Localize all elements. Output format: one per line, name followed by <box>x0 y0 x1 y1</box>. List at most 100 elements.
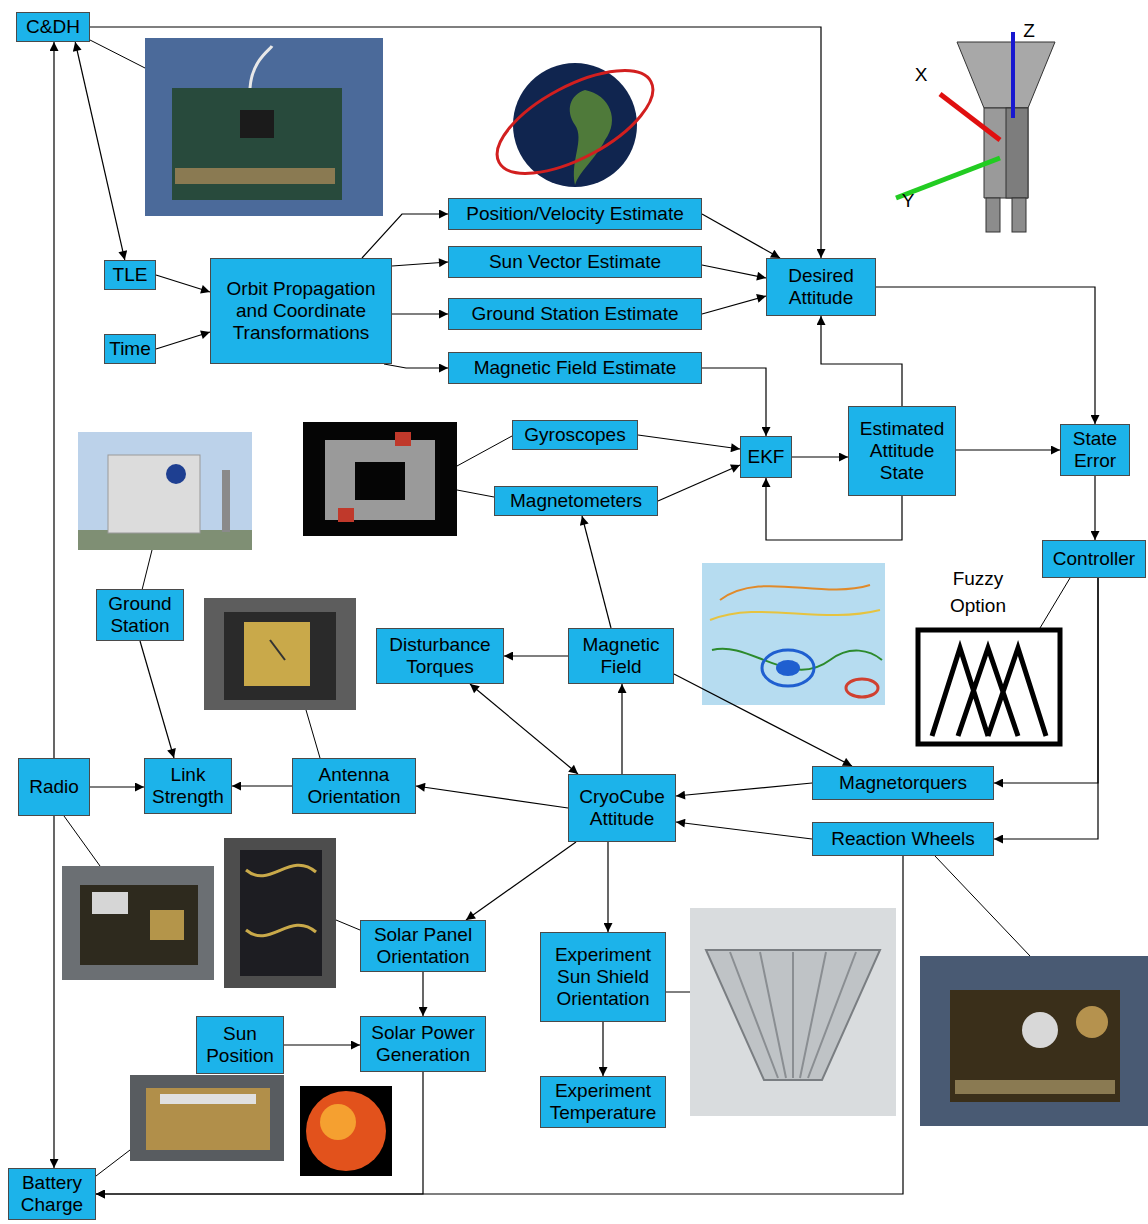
leader-lines <box>64 40 1070 1176</box>
photo-ground <box>303 422 457 536</box>
node-text: Battery Charge <box>12 1172 92 1216</box>
node-text: Magnetic Field Estimate <box>474 357 677 379</box>
node-text: Antenna Orientation <box>296 764 412 808</box>
process-box: Radio <box>18 758 90 816</box>
connector-arrow <box>416 786 568 808</box>
connector-arrow <box>362 214 448 258</box>
patch-antenna <box>244 622 310 686</box>
connector-arrow <box>466 842 576 920</box>
connector-arrow <box>140 641 174 758</box>
process-box: C&DH <box>16 12 90 42</box>
map-ground <box>702 563 885 705</box>
connector-arrow <box>676 822 812 839</box>
battery-photo <box>130 1075 284 1161</box>
radio-photo <box>62 866 214 980</box>
body-side <box>1006 108 1028 198</box>
node-text: EKF <box>748 446 785 468</box>
sun-flare <box>320 1104 356 1140</box>
process-box: Desired Attitude <box>766 258 876 316</box>
leader-line <box>142 550 152 590</box>
circuit-board <box>172 88 342 200</box>
photo-ground <box>690 908 896 1116</box>
logo <box>166 464 186 484</box>
sun <box>306 1091 386 1171</box>
contour <box>710 610 880 620</box>
earth-orbit <box>482 50 668 194</box>
process-box: Experiment Sun Shield Orientation <box>540 932 666 1022</box>
node-text: Ground Station <box>100 593 180 637</box>
process-box: Magnetic Field Estimate <box>448 352 702 384</box>
connector-arrow <box>156 275 210 292</box>
connector-arrow <box>156 332 210 349</box>
process-box: Magnetorquers <box>812 766 994 800</box>
process-box: Reaction Wheels <box>812 822 994 856</box>
connector-arrow <box>956 449 1060 450</box>
node-text: CryoCube Attitude <box>572 786 672 830</box>
connector-arrow <box>53 816 54 1168</box>
node-text: Solar Power Generation <box>364 1022 482 1066</box>
node-text: Magnetorquers <box>839 772 967 794</box>
leader-line <box>90 40 145 68</box>
wheel-board <box>950 990 1120 1102</box>
axis-label: X <box>906 62 936 89</box>
spacecraft-axes <box>896 32 1055 232</box>
axis-label: Z <box>1014 18 1044 45</box>
leader-line <box>96 1150 130 1176</box>
x-axis <box>940 94 1000 140</box>
process-box: Solar Panel Orientation <box>360 920 486 972</box>
sensor-photo <box>303 422 457 536</box>
connector-arrow <box>674 674 852 766</box>
axis-label: Y <box>893 188 923 215</box>
connector-arrow <box>75 42 125 260</box>
cdh-photo <box>145 38 383 216</box>
antenna-board <box>224 612 336 700</box>
node-text: C&DH <box>26 16 80 38</box>
connector-arrow <box>90 786 144 787</box>
connector-arrow <box>876 287 1095 424</box>
battery-board <box>146 1088 270 1150</box>
process-box: Orbit Propagation and Coordinate Transfo… <box>210 258 392 364</box>
node-text: Experiment Temperature <box>544 1080 662 1124</box>
photo-ground <box>145 38 383 216</box>
board-connector <box>175 168 335 184</box>
sensor-chip <box>338 508 354 522</box>
wheel <box>1076 1006 1108 1038</box>
option-label: Fuzzy Option <box>930 566 1026 619</box>
process-box: Sun Position <box>196 1016 284 1074</box>
connector-arrow <box>658 465 740 501</box>
chip <box>240 110 274 138</box>
cable <box>250 46 272 88</box>
connector-arrow <box>676 783 812 796</box>
leader-line <box>457 436 512 466</box>
node-text: Experiment Sun Shield Orientation <box>544 944 662 1010</box>
contour <box>762 650 814 686</box>
node-text: Reaction Wheels <box>831 828 975 850</box>
connector-arrow <box>53 42 54 758</box>
process-box: Solar Power Generation <box>360 1016 486 1072</box>
battery-connector <box>160 1094 256 1104</box>
process-box: Position/Velocity Estimate <box>448 198 702 230</box>
building-photo <box>78 432 252 550</box>
connector-arrow <box>792 456 848 457</box>
node-text: TLE <box>113 264 148 286</box>
sky <box>78 432 252 550</box>
process-box: Battery Charge <box>8 1168 96 1220</box>
membership-functions <box>932 648 1046 736</box>
connector-arrow <box>702 214 780 258</box>
process-box: Gyroscopes <box>512 420 638 450</box>
board-connector <box>955 1080 1115 1094</box>
connector-arrow <box>702 265 766 278</box>
process-box: TLE <box>104 260 156 290</box>
process-box: Estimated Attitude State <box>848 406 956 496</box>
node-text: Solar Panel Orientation <box>364 924 482 968</box>
connector-arrow <box>96 856 903 1194</box>
connector-arrow <box>90 27 821 258</box>
process-box: Magnetic Field <box>568 628 674 684</box>
sun-shield <box>706 950 880 1080</box>
connector-arrow <box>504 655 568 656</box>
process-box: Magnetometers <box>494 486 658 516</box>
radio-board <box>80 885 198 965</box>
leader-line <box>64 816 100 866</box>
node-text: Time <box>109 338 151 360</box>
